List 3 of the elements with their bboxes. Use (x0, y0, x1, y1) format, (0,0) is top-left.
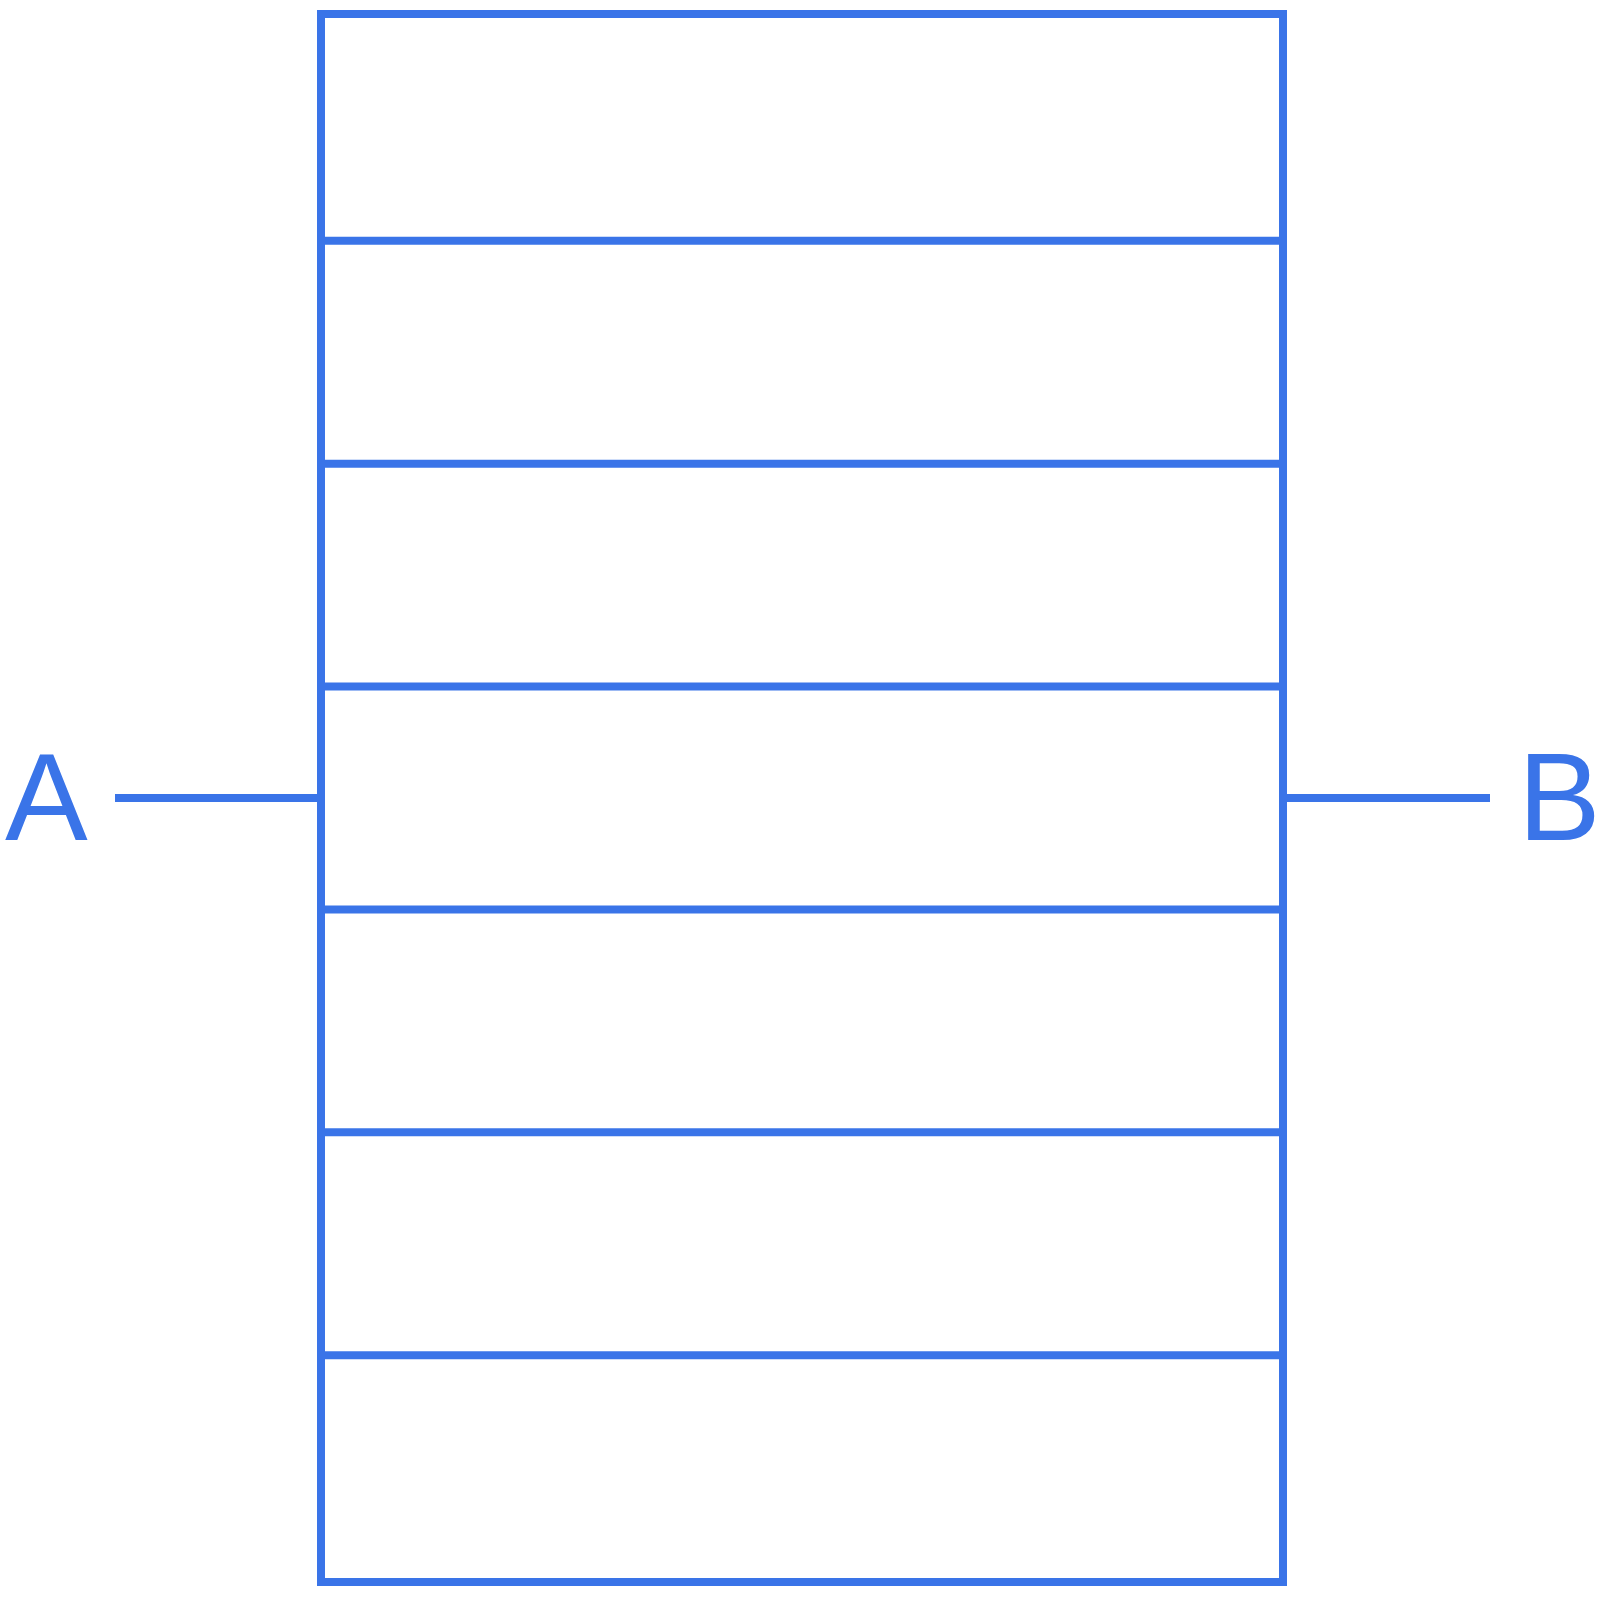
terminal-label: A (5, 735, 95, 847)
wire-mesh-drawing (317, 10, 1287, 1586)
terminal-label: B (1518, 735, 1600, 847)
